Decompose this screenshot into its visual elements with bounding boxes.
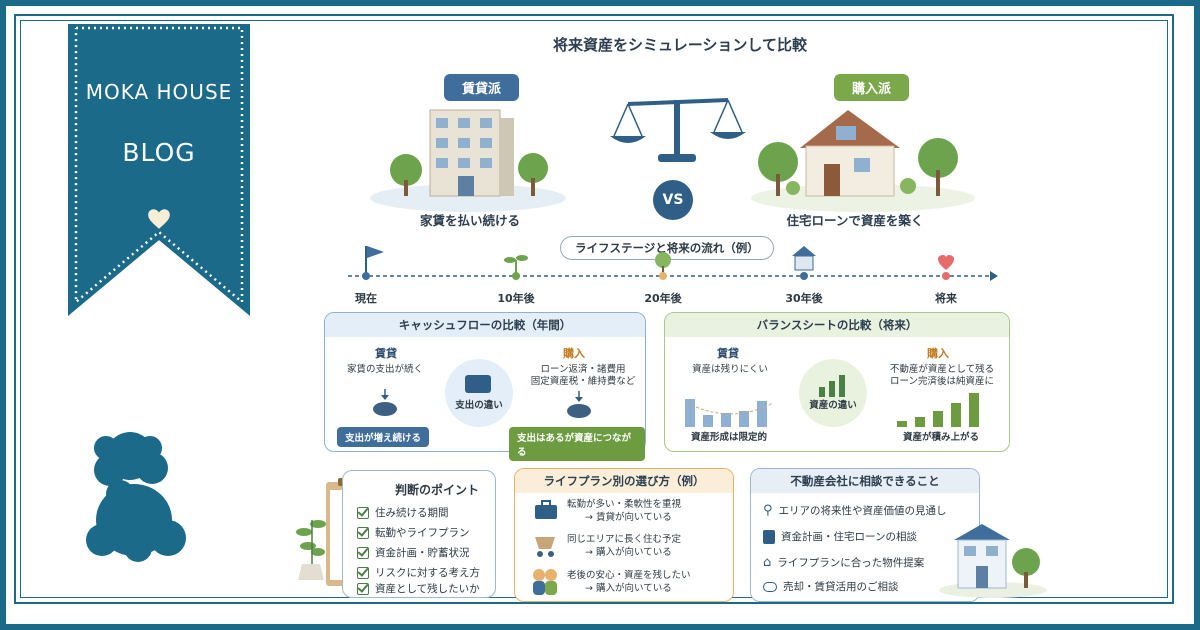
checkbox-icon: [357, 566, 369, 579]
balance-card: バランスシートの比較（将来） 賃貸 資産は残りにくい 資産形成は限定的 資産の違…: [664, 312, 1010, 452]
poodle-silhouette-icon: [86, 432, 186, 562]
points-item: 転勤やライフプラン: [357, 525, 470, 540]
checkbox-icon: [357, 506, 369, 519]
balance-buy-label: 購入: [927, 347, 949, 360]
checkbox-icon: [357, 546, 369, 559]
balance-scale-icon: [610, 98, 746, 162]
apartment-building-icon: [370, 109, 566, 212]
consult-item: 資金計画・住宅ローンの相談: [763, 529, 917, 544]
checkbox-icon: [357, 526, 369, 539]
timeline-line: [348, 246, 998, 281]
points-item: 住み続ける期間: [357, 505, 449, 520]
consult-card: 不動産会社に相談できること ⚲エリアの将来性や資産価値の見通し 資金計画・住宅ロ…: [750, 468, 980, 602]
cashflow-buy-text1: ローン返済・諸費用: [540, 364, 626, 375]
balance-rent-label: 賃貸: [717, 347, 739, 360]
calculator-icon: [763, 529, 775, 544]
cashflow-center: 支出の違い: [455, 400, 503, 411]
balance-rent-bottom: 資産形成は限定的: [690, 432, 767, 443]
cashflow-card: キャッシュフローの比較（年間） 賃貸 家賃の支出が続く 支出が増え続ける 支出の…: [324, 312, 646, 461]
consult-item: ⌂ライフプランに合った物件提案: [763, 555, 925, 570]
cashflow-rent-label: 賃貸: [375, 347, 397, 360]
flat-bars-icon: [685, 399, 774, 427]
small-house-icon: [939, 524, 1047, 598]
lifeplan-row2-line2: → 購入が向いている: [585, 547, 672, 558]
lifeplan-row1-line1: 転勤が多い・柔軟性を重視: [567, 499, 682, 510]
lifeplan-row3-line2: → 購入が向いている: [585, 583, 672, 594]
buyer-caption: 住宅ローンで資産を築く: [786, 213, 924, 228]
wallet-coins-icon: [373, 389, 397, 416]
timeline-stop-30y: 30年後: [785, 292, 823, 305]
consult-item: 売却・賃貸活用のご相談: [763, 579, 899, 594]
points-item: リスクに対する考え方: [357, 565, 480, 580]
home-icon: [792, 246, 816, 271]
brand-name: MOKA HOUSE: [85, 80, 233, 104]
chat-icon: [763, 581, 777, 592]
renter-tag: 賃貸派: [444, 74, 520, 101]
heart-icon: [148, 209, 170, 229]
blog-label: BLOG: [122, 138, 196, 167]
flag-icon: [365, 246, 384, 276]
consult-item: ⚲エリアの将来性や資産価値の見通し: [763, 503, 947, 518]
cashflow-buy-pill: 支出はあるが資産につながる: [509, 427, 645, 461]
balance-buy-text2: ローン完済後は純資産に: [889, 376, 995, 387]
coins-icon: [567, 391, 591, 418]
stroller-icon: [535, 537, 555, 557]
page-title: 将来資産をシミュレーションして比較: [553, 36, 807, 54]
checkbox-icon: [357, 582, 369, 595]
cashflow-buy-label: 購入: [563, 347, 585, 360]
timeline-stop-future: 将来: [935, 292, 957, 305]
renter-caption: 家賃を払い続ける: [419, 213, 520, 228]
balance-rent-text: 資産は残りにくい: [692, 364, 768, 375]
ribbon-stitching: [74, 26, 244, 305]
lifeplan-title: ライフプラン別の選び方（例）: [515, 469, 733, 493]
points-title: 判断のポイント: [395, 483, 480, 497]
vs-badge: VS: [653, 180, 693, 220]
house-icon: [751, 110, 975, 212]
magnifier-house-icon: ⚲: [763, 503, 773, 518]
points-card: 判断のポイント 住み続ける期間 転勤やライフプラン 資金計画・貯蓄状況 リスクに…: [342, 470, 496, 598]
lifeplan-card: ライフプラン別の選び方（例） 転勤が多い・柔軟性を重視 → 賃貸が向いている 同…: [514, 468, 734, 602]
lifeplan-row2-line1: 同じエリアに長く住む予定: [567, 534, 682, 545]
consult-title: 不動産会社に相談できること: [751, 469, 979, 493]
lifeplan-row1-line2: → 賃貸が向いている: [585, 512, 672, 523]
points-item: 資金計画・貯蓄状況: [357, 545, 470, 560]
sprout-icon: [504, 255, 528, 274]
wallet-icon: [445, 359, 513, 427]
cashflow-buy-text2: 固定資産税・維持費など: [530, 376, 636, 387]
heart-icon: [938, 255, 954, 270]
buyer-tag: 購入派: [834, 74, 910, 101]
growth-chart-icon: [799, 359, 867, 427]
rising-bars-icon: [897, 393, 979, 427]
house-icon: ⌂: [763, 555, 772, 570]
outer-border: [14, 14, 1174, 604]
tree-icon: [655, 252, 671, 274]
timeline-stop-10y: 10年後: [497, 292, 535, 305]
timeline-stop-20y: 20年後: [644, 292, 682, 305]
cashflow-title: キャッシュフローの比較（年間）: [325, 313, 645, 337]
briefcase-icon: [535, 500, 557, 519]
balance-buy-text1: 不動産が資産として残る: [889, 364, 995, 375]
balance-buy-bottom: 資産が積み上がる: [902, 432, 979, 443]
lifeplan-row3-line1: 老後の安心・資産を残したい: [567, 570, 691, 581]
cashflow-rent-pill: 支出が増え続ける: [337, 427, 430, 447]
cashflow-rent-text: 家賃の支出が続く: [347, 364, 424, 375]
points-item: 資産として残したいか: [357, 581, 480, 596]
senior-couple-icon: [533, 569, 557, 595]
balance-title: バランスシートの比較（将来）: [665, 313, 1009, 337]
timeline-stop-now: 現在: [355, 292, 377, 305]
balance-center: 資産の違い: [809, 400, 857, 411]
